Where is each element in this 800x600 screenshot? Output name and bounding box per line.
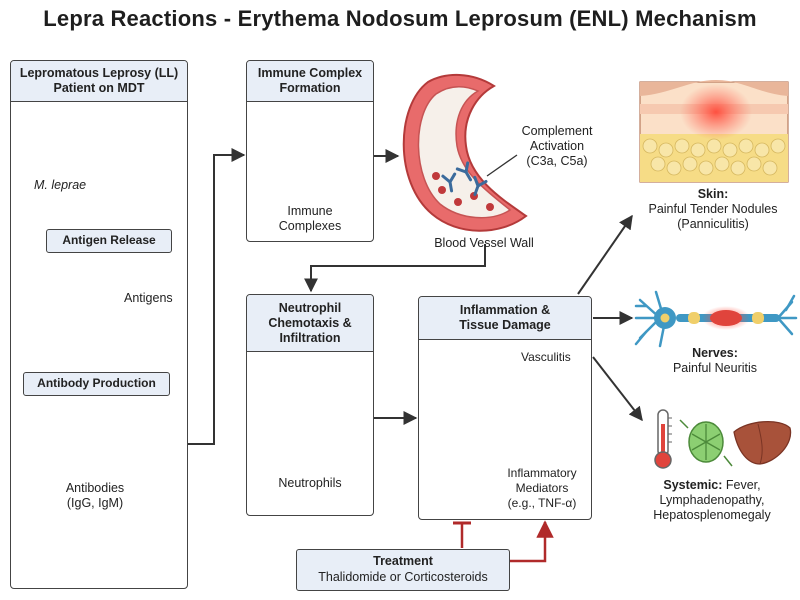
vasculitis-label: Vasculitis — [521, 350, 571, 364]
complement-line3: (C3a, C5a) — [526, 154, 588, 168]
arrow-vessel-to-neutrophils — [304, 244, 486, 293]
treatment-arrows — [453, 520, 554, 563]
systemic-line1: Fever, — [722, 478, 761, 492]
mediators-line2: Mediators — [515, 481, 569, 495]
complement-line2: Activation — [529, 139, 585, 153]
liver-icon — [733, 420, 792, 465]
treatment-heading: Treatment — [373, 554, 433, 568]
antibody-production-step: Antibody Production — [23, 372, 170, 396]
patient-heading-line2: Patient on MDT — [53, 81, 145, 95]
nerves-outcome-label: Nerves: Painful Neuritis — [640, 346, 790, 376]
immune-complexes-caption-line2: Complexes — [278, 219, 342, 233]
neutrophil-heading-line3: Infiltration — [279, 330, 341, 345]
immune-complexes-caption: Immune Complexes — [246, 204, 374, 234]
neutrophils-caption: Neutrophils — [278, 476, 342, 490]
arrow-to-skin — [577, 214, 633, 295]
neutrophil-heading-line2: Chemotaxis & — [268, 315, 352, 330]
patient-heading-line1: Lepromatous Leprosy (LL) — [19, 66, 179, 80]
thermometer-icon — [654, 409, 672, 469]
systemic-line3: Hepatosplenomegaly — [653, 508, 771, 522]
skin-outcome-label: Skin: Painful Tender Nodules (Panniculit… — [628, 187, 798, 232]
inflammation-heading-line2: Tissue Damage — [459, 318, 551, 332]
inflammation-heading-line1: Inflammation & — [459, 303, 551, 317]
immune-complex-box: Immune Complex Formation — [246, 60, 374, 242]
arrow-to-systemic — [592, 356, 643, 422]
neutrophil-heading: Neutrophil Chemotaxis & Infiltration — [247, 295, 373, 352]
inflammatory-mediators-label: Inflammatory Mediators (e.g., TNF-α) — [494, 466, 590, 511]
complement-activation-label: Complement Activation (C3a, C5a) — [504, 124, 610, 169]
antibodies-caption-line1: Antibodies — [65, 481, 125, 495]
immune-complexes-caption-line1: Immune — [287, 204, 333, 218]
patient-box: Lepromatous Leprosy (LL) Patient on MDT — [10, 60, 188, 589]
mediators-line3: (e.g., TNF-α) — [507, 496, 577, 510]
diagram-title: Lepra Reactions - Erythema Nodosum Lepro… — [43, 6, 757, 31]
blood-vessel-wall-label: Blood Vessel Wall — [434, 236, 534, 250]
neutrophil-box: Neutrophil Chemotaxis & Infiltration — [246, 294, 374, 516]
inflammation-heading: Inflammation & Tissue Damage — [419, 297, 591, 340]
systemic-heading: Systemic: — [663, 478, 723, 492]
antigen-release-step: Antigen Release — [46, 229, 172, 253]
antigens-label: Antigens — [124, 291, 173, 305]
nerves-line1: Painful Neuritis — [672, 361, 758, 375]
systemic-illustration — [654, 409, 792, 469]
neutrophil-heading-line1: Neutrophil — [278, 300, 342, 315]
systemic-line2: Lymphadenopathy, — [659, 493, 765, 507]
complement-leader-line — [486, 154, 518, 177]
skin-heading: Skin: — [697, 187, 729, 201]
inflammation-box: Inflammation & Tissue Damage — [418, 296, 592, 520]
immune-complex-heading-line1: Immune Complex — [257, 66, 363, 80]
systemic-outcome-label: Systemic: Fever, Lymphadenopathy, Hepato… — [626, 478, 798, 523]
lymph-node-icon — [679, 419, 733, 467]
m-leprae-label: M. leprae — [34, 178, 87, 192]
skin-illustration — [639, 80, 789, 183]
nerve-illustration — [634, 290, 798, 348]
nerves-heading: Nerves: — [692, 346, 738, 360]
skin-line2: (Panniculitis) — [677, 217, 749, 231]
treatment-target-arrow — [510, 520, 554, 563]
blood-vessel-illustration — [402, 73, 528, 232]
treatment-box: Treatment Thalidomide or Corticosteroids — [296, 549, 510, 591]
skin-line1: Painful Tender Nodules — [648, 202, 778, 216]
complement-line1: Complement — [521, 124, 593, 138]
immune-complex-heading-line2: Formation — [279, 81, 341, 95]
patient-box-heading: Lepromatous Leprosy (LL) Patient on MDT — [11, 61, 187, 102]
antibodies-caption: Antibodies (IgG, IgM) — [35, 481, 155, 511]
immune-complex-heading: Immune Complex Formation — [247, 61, 373, 102]
antibodies-caption-line2: (IgG, IgM) — [66, 496, 124, 510]
treatment-drugs: Thalidomide or Corticosteroids — [318, 570, 488, 584]
mediators-line1: Inflammatory — [507, 466, 577, 480]
